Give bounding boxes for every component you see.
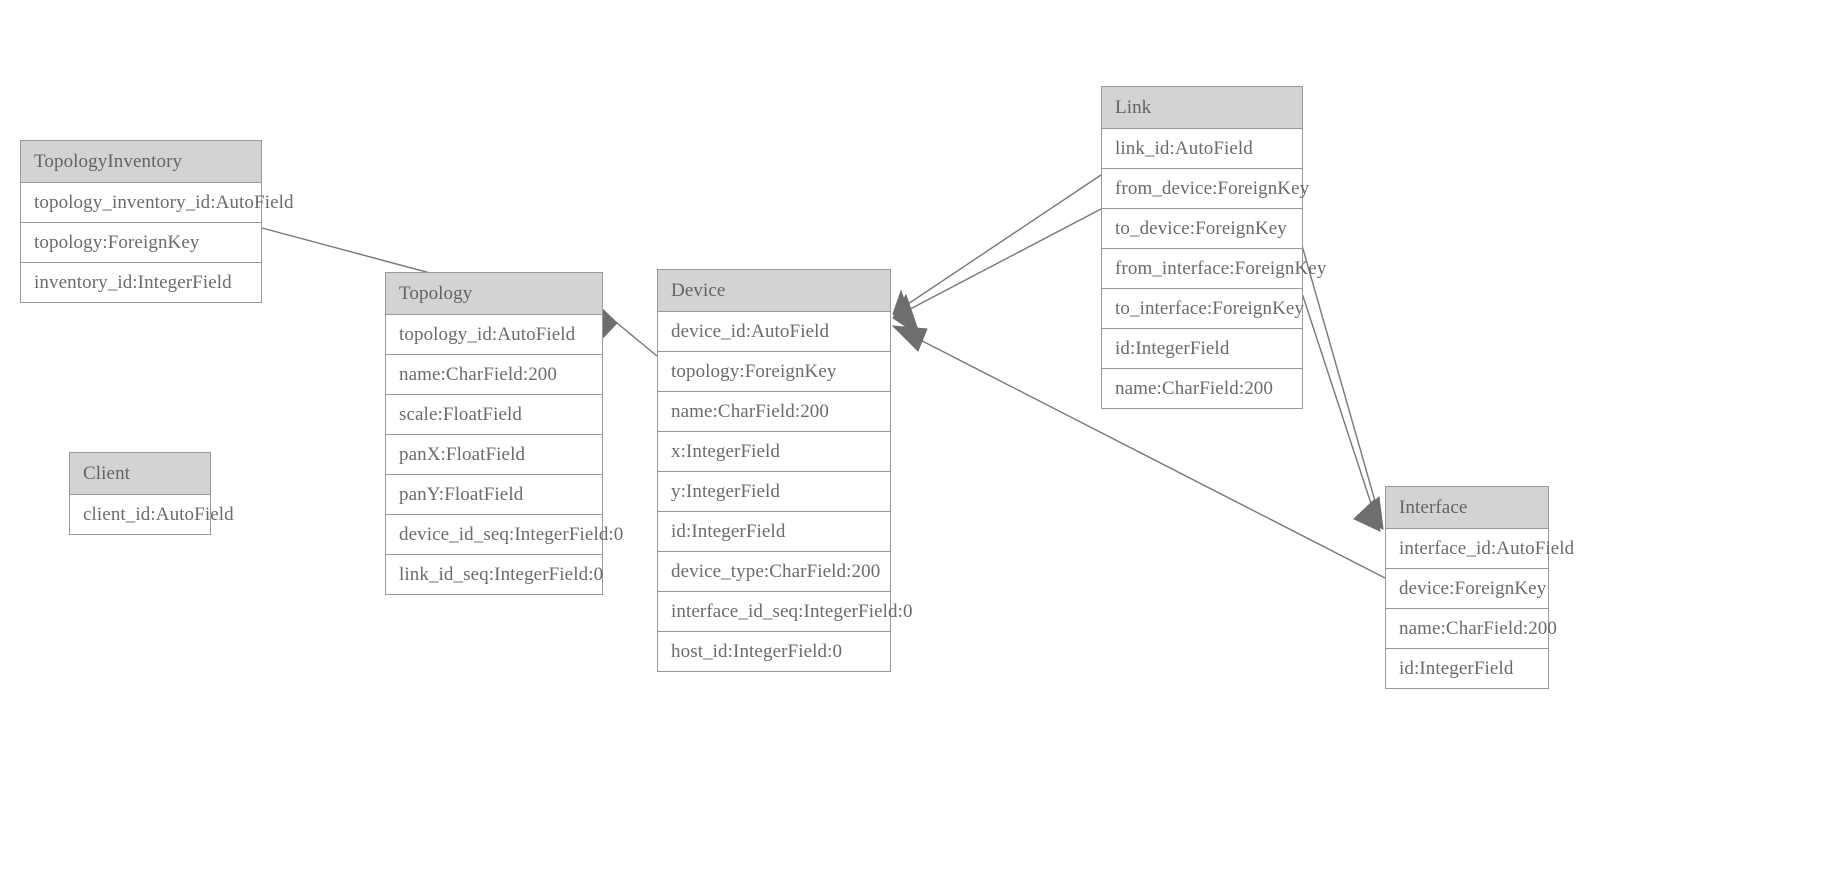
- entity-field[interactable]: from_device:ForeignKey: [1102, 169, 1309, 209]
- relationship-line: [1300, 241, 1384, 530]
- entity-field[interactable]: device_type:CharField:200: [658, 552, 890, 592]
- entity-field[interactable]: topology:ForeignKey: [658, 352, 890, 392]
- entity-field[interactable]: topology:ForeignKey: [21, 223, 261, 263]
- entity-field[interactable]: client_id:AutoField: [70, 495, 234, 534]
- entity-field[interactable]: link_id_seq:IntegerField:0: [386, 555, 603, 594]
- entity-field[interactable]: name:CharField:200: [658, 392, 890, 432]
- entity-field[interactable]: name:CharField:200: [1102, 369, 1302, 408]
- entity-field[interactable]: id:IntegerField: [1102, 329, 1302, 369]
- entity-title-link: Link: [1102, 87, 1302, 129]
- entity-field[interactable]: interface_id:AutoField: [1386, 529, 1574, 569]
- entity-field[interactable]: name:CharField:200: [386, 355, 602, 395]
- entity-field[interactable]: topology_id:AutoField: [386, 315, 602, 355]
- entity-field[interactable]: panY:FloatField: [386, 475, 602, 515]
- entity-field[interactable]: topology_inventory_id:AutoField: [21, 183, 293, 223]
- entity-field[interactable]: interface_id_seq:IntegerField:0: [658, 592, 912, 632]
- entity-field[interactable]: device_id_seq:IntegerField:0: [386, 515, 623, 555]
- relationship-arrowhead: [1356, 496, 1384, 530]
- entity-field[interactable]: link_id:AutoField: [1102, 129, 1302, 169]
- entity-field[interactable]: id:IntegerField: [658, 512, 890, 552]
- entity-field[interactable]: device_id:AutoField: [658, 312, 890, 352]
- entity-title-client: Client: [70, 453, 210, 495]
- relationship-line: [616, 322, 658, 357]
- entity-title-interface: Interface: [1386, 487, 1548, 529]
- entity-field[interactable]: scale:FloatField: [386, 395, 602, 435]
- entity-title-device: Device: [658, 270, 890, 312]
- entity-field[interactable]: panX:FloatField: [386, 435, 602, 475]
- entity-field[interactable]: id:IntegerField: [1386, 649, 1548, 688]
- entity-field[interactable]: x:IntegerField: [658, 432, 890, 472]
- relationship-line: [892, 208, 1102, 319]
- relationship-arrowhead: [892, 293, 921, 338]
- entity-field[interactable]: to_interface:ForeignKey: [1102, 289, 1304, 329]
- entity-field[interactable]: from_interface:ForeignKey: [1102, 249, 1326, 289]
- entity-field[interactable]: inventory_id:IntegerField: [21, 263, 261, 302]
- relationship-arrowhead: [892, 289, 918, 336]
- relationship-line: [892, 174, 1102, 315]
- relationship-arrowhead: [891, 325, 928, 352]
- entity-field[interactable]: name:CharField:200: [1386, 609, 1557, 649]
- entity-field[interactable]: host_id:IntegerField:0: [658, 632, 890, 671]
- entity-title-topology_inventory: TopologyInventory: [21, 141, 261, 183]
- relationship-arrowhead: [1353, 499, 1381, 532]
- entity-field[interactable]: device:ForeignKey: [1386, 569, 1548, 609]
- relationship-line: [1296, 277, 1381, 532]
- entity-field[interactable]: to_device:ForeignKey: [1102, 209, 1302, 249]
- entity-title-topology: Topology: [386, 273, 602, 315]
- entity-field[interactable]: y:IntegerField: [658, 472, 890, 512]
